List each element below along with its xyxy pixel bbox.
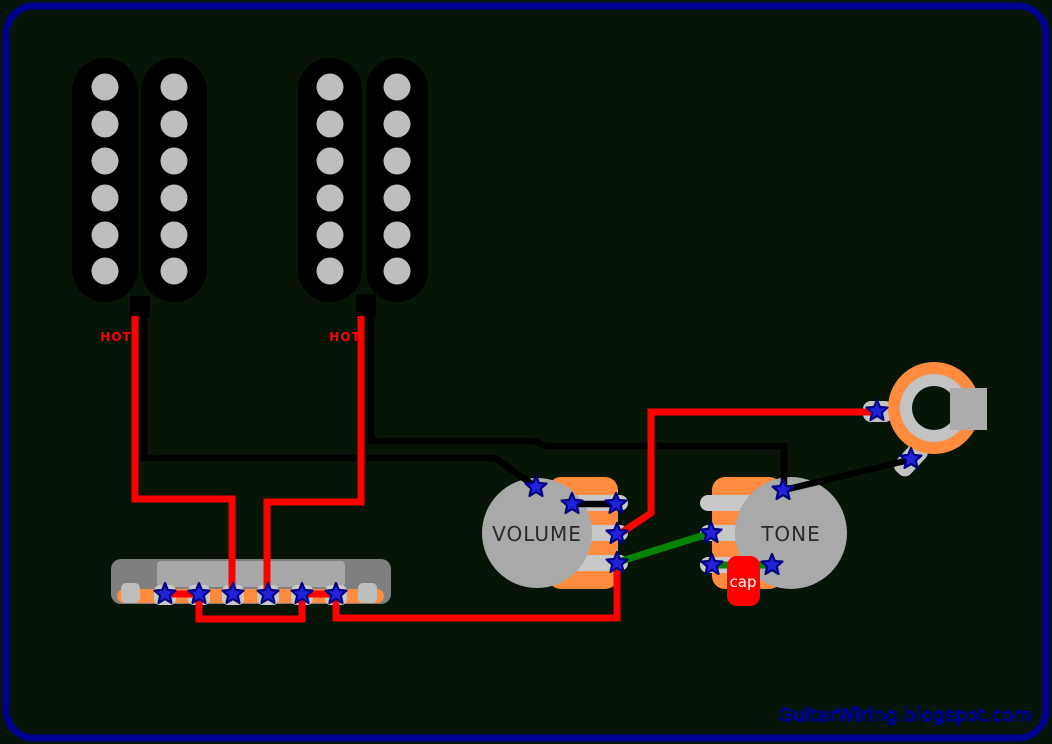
wire-switch-jumper-2-5 [195, 596, 306, 623]
pole-piece [383, 257, 411, 285]
jack-connector-block [950, 388, 987, 430]
pole-piece [91, 221, 119, 249]
volume-pot-label: VOLUME [492, 522, 582, 546]
jack-hole [912, 386, 956, 430]
pickup-1-wire-stub [130, 296, 150, 318]
tone-pot: TONE [700, 477, 847, 589]
volume-pot: VOLUME [482, 477, 628, 589]
switch-body-inset [157, 561, 345, 587]
selector-switch [111, 559, 391, 605]
pole-piece [91, 257, 119, 285]
switch-mount-tab-right [358, 583, 377, 603]
tone-pot-label: TONE [760, 522, 821, 546]
pickup-1-pole-pieces [91, 73, 188, 285]
pole-piece [316, 73, 344, 101]
watermark-text: GuitarWiring.blogspot.com [778, 705, 1032, 726]
pole-piece [91, 110, 119, 138]
pole-piece [383, 221, 411, 249]
output-jack [863, 362, 987, 477]
wire-pickup2-hot-to-switch [263, 316, 365, 592]
wire-pickup2-ground [367, 316, 788, 488]
pickup-2-coil-1 [298, 58, 362, 302]
volume-pot-body [482, 478, 592, 588]
pickup-1-coil-1 [72, 58, 138, 302]
switch-mount-tab-left [121, 583, 140, 603]
pickup-2-wire-stub [356, 294, 376, 318]
capacitor: cap [727, 556, 760, 606]
pole-piece [316, 257, 344, 285]
pickup-1-coil-2 [141, 58, 207, 302]
pickup-1-hot-label: HOT [100, 330, 131, 344]
pole-piece [383, 73, 411, 101]
pole-piece [316, 110, 344, 138]
pole-piece [316, 221, 344, 249]
wire-tone-casing-to-jack-sleeve [783, 456, 910, 494]
pole-piece [160, 73, 188, 101]
pole-piece [160, 257, 188, 285]
wire-volume-lug3-to-tone-lug2 [616, 529, 713, 566]
wire-pickup1-ground [140, 316, 538, 490]
pole-piece [316, 184, 344, 212]
wire-switch-to-volume-lug3 [332, 563, 621, 622]
pickup-2-pole-pieces [316, 73, 411, 285]
pole-piece [316, 147, 344, 175]
pole-piece [91, 147, 119, 175]
pole-piece [383, 184, 411, 212]
pole-piece [160, 184, 188, 212]
wire-pickup1-hot-to-switch [131, 316, 236, 592]
pickup-2-coil-2 [366, 58, 428, 302]
pickup-1-humbucker [72, 58, 207, 318]
capacitor-body [727, 556, 760, 606]
pickup-2-humbucker [298, 58, 428, 318]
pole-piece [91, 73, 119, 101]
pole-piece [383, 110, 411, 138]
pole-piece [160, 147, 188, 175]
pickup-2-hot-label: HOT [329, 330, 360, 344]
wire-volume-lug2-to-jack-tip [616, 408, 874, 538]
pole-piece [91, 184, 119, 212]
pole-piece [383, 147, 411, 175]
pole-piece [160, 110, 188, 138]
wires [131, 316, 910, 623]
pole-piece [160, 221, 188, 249]
capacitor-label: cap [730, 573, 757, 591]
